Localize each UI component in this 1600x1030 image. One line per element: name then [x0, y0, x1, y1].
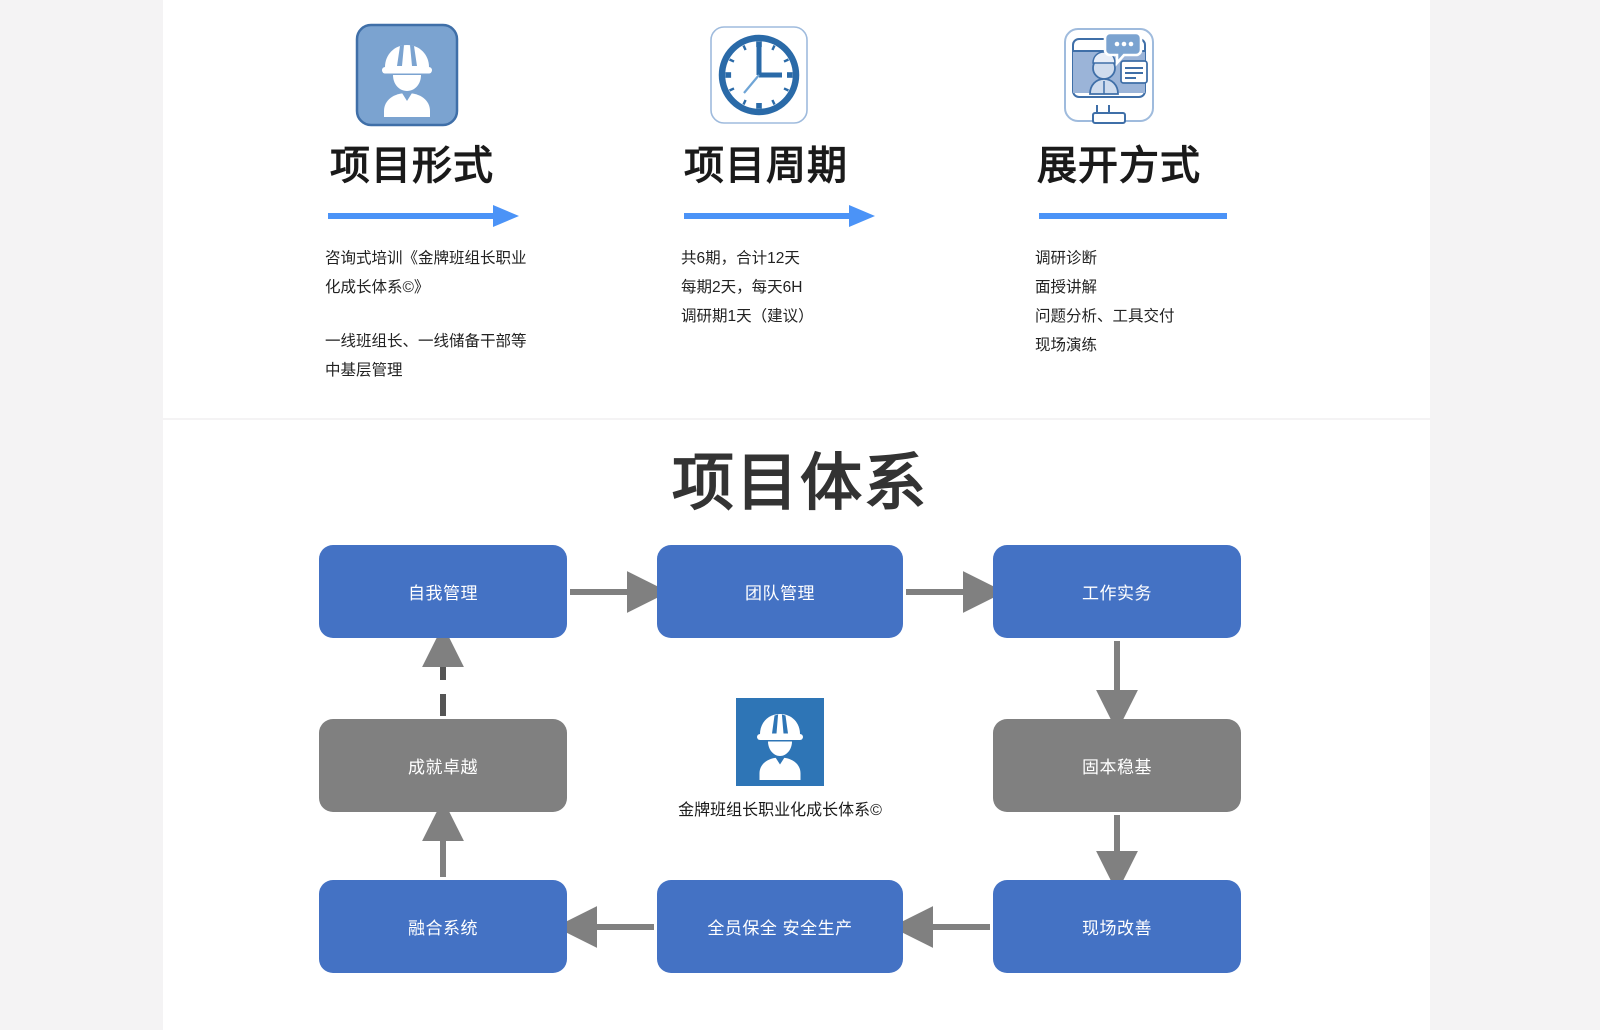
feature-text-line: 问题分析、工具交付 [1035, 308, 1175, 325]
feature-rule-3 [1035, 204, 1335, 230]
feature-paragraph: 一线班组长、一线储备干部等 中基层管理 [325, 327, 625, 385]
flow-node-work-practice[interactable]: 工作实务 [993, 545, 1241, 638]
feature-text-line: 每期2天，每天6H [681, 279, 803, 296]
feature-body-3: 调研诊断 面授讲解 问题分析、工具交付 现场演练 [1035, 244, 1335, 360]
flow-node-achieve-excellence[interactable]: 成就卓越 [319, 719, 567, 812]
flow-node-self-management[interactable]: 自我管理 [319, 545, 567, 638]
online-presentation-icon [1064, 28, 1154, 124]
feature-text-line: 调研诊断 [1035, 250, 1098, 267]
feature-paragraph: 共6期，合计12天 每期2天，每天6H 调研期1天（建议） [681, 244, 981, 331]
feature-text-line: 咨询式培训《金牌班组长职业 [325, 250, 527, 267]
construction-worker-icon [355, 23, 459, 127]
feature-text-line: 共6期，合计12天 [681, 250, 800, 267]
feature-paragraph: 调研诊断 面授讲解 问题分析、工具交付 现场演练 [1035, 244, 1335, 360]
feature-paragraph: 咨询式培训《金牌班组长职业 化成长体系©》 [325, 244, 625, 302]
clock-icon [710, 26, 808, 124]
feature-icon-wrap-2 [681, 0, 981, 150]
feature-column-3: 展开方式 调研诊断 面授讲解 问题分析、工具交付 现场演练 [1035, 0, 1335, 360]
feature-text-line: 中基层管理 [325, 362, 403, 379]
feature-text-line: 调研期1天（建议） [681, 308, 814, 325]
feature-column-1: 项目形式 咨询式培训《金牌班组长职业 化成长体系©》 一线班组长、一线储备干部等… [325, 0, 625, 385]
feature-rule-1 [325, 204, 625, 230]
rule-bar [1039, 213, 1227, 219]
feature-body-2: 共6期，合计12天 每期2天，每天6H 调研期1天（建议） [681, 244, 981, 331]
flow-node-integration-system[interactable]: 融合系统 [319, 880, 567, 973]
feature-text-line: 现场演练 [1035, 337, 1098, 354]
feature-text-line: 化成长体系©》 [325, 279, 430, 296]
feature-icon-wrap-1 [325, 0, 625, 150]
page-title: 项目体系 [671, 449, 928, 518]
flow-node-solid-foundation[interactable]: 固本稳基 [993, 719, 1241, 812]
arrow-head-icon [849, 205, 875, 227]
feature-body-1: 咨询式培训《金牌班组长职业 化成长体系©》 一线班组长、一线储备干部等 中基层管… [325, 244, 625, 385]
brand-caption: 金牌班组长职业化成长体系© [678, 802, 882, 819]
feature-title-2: 项目周期 [684, 144, 848, 188]
feature-icon-wrap-3 [1035, 0, 1335, 150]
feature-rule-2 [681, 204, 981, 230]
arrow-head-icon [493, 205, 519, 227]
feature-text-line: 一线班组长、一线储备干部等 [325, 333, 527, 350]
flow-node-team-management[interactable]: 团队管理 [657, 545, 903, 638]
flow-node-safety-production[interactable]: 全员保全 安全生产 [657, 880, 903, 973]
feature-columns: 项目形式 咨询式培训《金牌班组长职业 化成长体系©》 一线班组长、一线储备干部等… [163, 0, 1430, 418]
flow-node-site-improvement[interactable]: 现场改善 [993, 880, 1241, 973]
feature-title-1: 项目形式 [330, 144, 494, 188]
construction-worker-icon [736, 698, 824, 786]
feature-column-2: 项目周期 共6期，合计12天 每期2天，每天6H 调研期1天（建议） [681, 0, 981, 331]
rule-bar [684, 213, 852, 219]
brand-block: 金牌班组长职业化成长体系© [655, 698, 905, 820]
feature-text-line: 面授讲解 [1035, 279, 1098, 296]
rule-bar [328, 213, 496, 219]
feature-title-3: 展开方式 [1037, 144, 1201, 188]
